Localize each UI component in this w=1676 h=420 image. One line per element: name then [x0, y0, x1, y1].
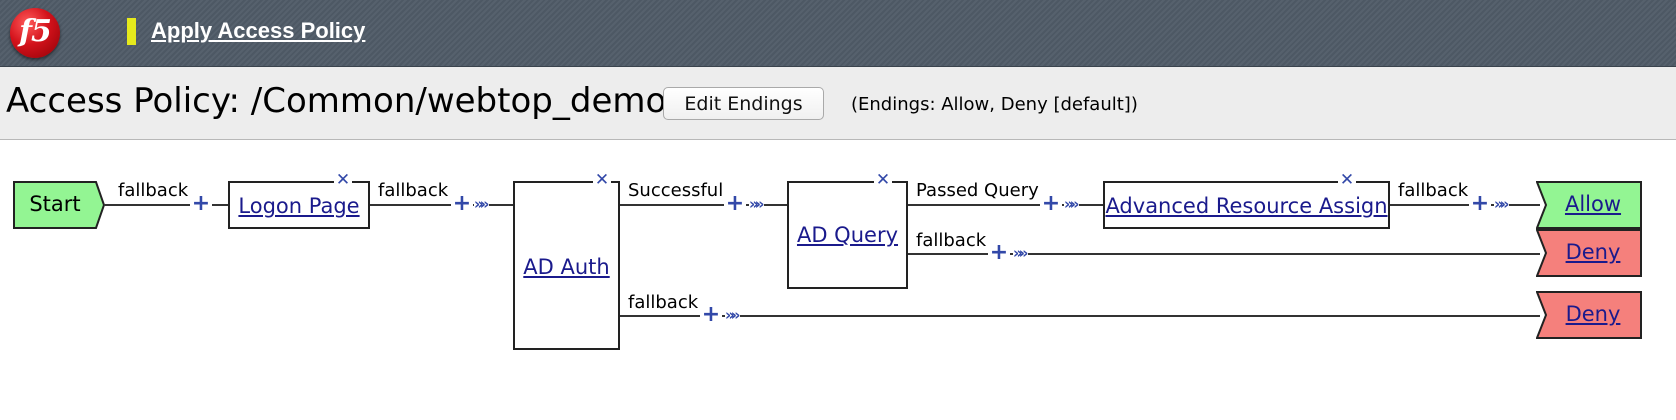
arrow-glyph: »: [749, 195, 759, 213]
next-arrows-icon[interactable]: »»: [725, 305, 741, 325]
connector-line: [908, 204, 1104, 206]
delete-icon[interactable]: ✕: [1338, 170, 1356, 190]
policy-header: Access Policy: /Common/webtop_demo Edit …: [0, 67, 1676, 140]
logo-text: f5: [19, 14, 52, 49]
next-arrows-icon[interactable]: »»: [474, 194, 490, 214]
branch-label-auth-successful: Successful: [628, 180, 724, 201]
allow-ending-link[interactable]: Allow: [1564, 192, 1622, 216]
deny-ending-link[interactable]: Deny: [1565, 302, 1621, 326]
arrow-glyph: »: [474, 195, 484, 213]
delete-icon[interactable]: ✕: [874, 170, 892, 190]
delete-icon[interactable]: ✕: [593, 170, 611, 190]
apply-access-policy-link[interactable]: Apply Access Policy: [151, 18, 366, 43]
arrow-glyph: »: [1494, 195, 1504, 213]
arrow-glyph: »: [725, 306, 735, 324]
top-bar: f5 Apply Access Policy: [0, 0, 1676, 67]
add-action-icon[interactable]: +: [451, 191, 473, 216]
ad-auth-link[interactable]: AD Auth: [523, 255, 610, 279]
arrow-glyph: »: [1069, 195, 1080, 213]
next-arrows-icon[interactable]: »»: [1494, 194, 1510, 214]
branch-label-query-fallback: fallback: [916, 230, 987, 251]
branch-label-auth-fallback: fallback: [628, 292, 699, 313]
add-action-icon[interactable]: +: [724, 191, 746, 216]
arrow-glyph: »: [1018, 244, 1029, 262]
deny-terminal-auth: Deny: [1536, 291, 1642, 339]
deny-ending-link[interactable]: Deny: [1565, 240, 1621, 264]
connector-line: [1390, 204, 1540, 206]
connector-line: [620, 315, 1540, 317]
branch-label-logon-fallback: fallback: [378, 180, 449, 201]
next-arrows-icon[interactable]: »»: [1064, 194, 1080, 214]
advanced-resource-assign-link[interactable]: Advanced Resource Assign: [1105, 194, 1388, 218]
arrow-glyph: »: [1013, 244, 1023, 262]
endings-info: (Endings: Allow, Deny [default]): [851, 94, 1138, 115]
arrow-glyph: »: [1499, 195, 1510, 213]
add-action-icon[interactable]: +: [700, 302, 722, 327]
connector-line: [370, 204, 514, 206]
start-label: Start: [29, 192, 81, 216]
allow-shape: [1536, 181, 1642, 229]
start-shape: [13, 181, 105, 229]
advanced-resource-assign-node: ✕ Advanced Resource Assign: [1103, 171, 1390, 229]
ad-auth-node: ✕ AD Auth: [513, 171, 620, 350]
allow-terminal: Allow: [1536, 181, 1642, 229]
page-title: Access Policy: /Common/webtop_demo: [6, 81, 667, 121]
next-arrows-icon[interactable]: »»: [1013, 243, 1029, 263]
arrow-glyph: »: [754, 195, 765, 213]
logon-page-node: ✕ Logon Page: [228, 171, 370, 229]
delete-icon[interactable]: ✕: [334, 170, 352, 190]
deny-shape: [1536, 291, 1642, 339]
connector-line: [620, 204, 788, 206]
add-action-icon[interactable]: +: [1040, 191, 1062, 216]
connector-line: [104, 204, 228, 206]
add-action-icon[interactable]: +: [988, 240, 1010, 265]
branch-label-query-passed: Passed Query: [916, 180, 1039, 201]
next-arrows-icon[interactable]: »»: [749, 194, 765, 214]
arrow-glyph: »: [479, 195, 490, 213]
arrow-glyph: »: [730, 306, 741, 324]
logon-page-link[interactable]: Logon Page: [238, 194, 360, 218]
policy-flow: Start fallback + ✕ Logon Page fallback +…: [0, 140, 1676, 420]
add-action-icon[interactable]: +: [1469, 191, 1491, 216]
arrow-glyph: »: [1064, 195, 1074, 213]
connector-line: [908, 253, 1540, 255]
f5-logo: f5: [10, 8, 60, 58]
deny-terminal-query: Deny: [1536, 229, 1642, 277]
start-terminal: Start: [13, 181, 105, 229]
edit-endings-button[interactable]: Edit Endings: [663, 87, 824, 120]
branch-label-start-fallback: fallback: [118, 180, 189, 201]
add-action-icon[interactable]: +: [190, 191, 212, 216]
ad-query-node: ✕ AD Query: [787, 171, 908, 289]
ad-query-link[interactable]: AD Query: [796, 223, 899, 247]
branch-label-resource-fallback: fallback: [1398, 180, 1469, 201]
yellow-marker: [127, 18, 136, 45]
deny-shape: [1536, 229, 1642, 277]
